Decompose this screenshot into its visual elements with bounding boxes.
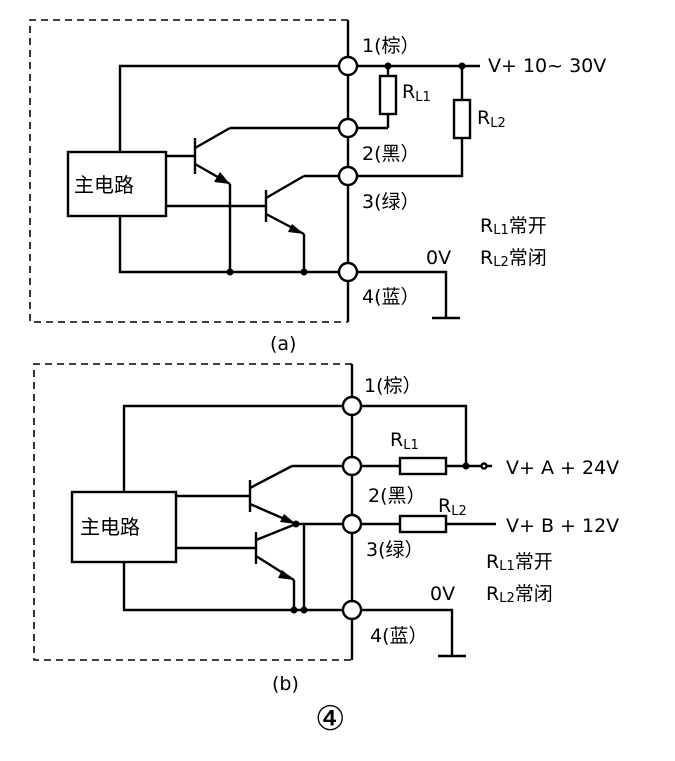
diagram-a: 主电路 xyxy=(29,19,606,355)
supply-label-a: V+ 10~ 30V xyxy=(488,55,606,77)
transistor-2-b xyxy=(176,522,297,610)
transistor-1-b xyxy=(176,464,352,526)
note-line2-a: RL2常闭 xyxy=(480,247,547,270)
terminal-4-b xyxy=(341,599,363,621)
terminal-2-a xyxy=(337,117,359,139)
figure-number: ④ xyxy=(315,699,345,739)
pin4-label-a: 4(蓝） xyxy=(362,286,420,308)
terminal-3-b xyxy=(341,513,363,535)
pin2-label-b: 2(黑） xyxy=(368,485,426,507)
terminal-4-a xyxy=(337,261,359,283)
resistor-rl1-a xyxy=(378,74,398,116)
rl2-label-a: RL2 xyxy=(477,107,506,131)
ground-label-a: 0V xyxy=(426,247,451,269)
rl2-label-b: RL2 xyxy=(438,495,467,519)
wire-block-pin4-a xyxy=(118,216,348,274)
main-circuit-label-b: 主电路 xyxy=(80,515,140,539)
transistor-2-a xyxy=(166,174,348,272)
terminal-3-a xyxy=(337,165,359,187)
caption-b: (b) xyxy=(272,673,299,695)
pin1-label-a: 1(棕） xyxy=(362,35,420,57)
transistor-1-a xyxy=(166,126,348,272)
main-circuit-label-a: 主电路 xyxy=(74,173,134,197)
pin3-label-b: 3(绿） xyxy=(366,539,424,561)
housing-outline-a xyxy=(29,19,348,323)
terminal-2-b xyxy=(341,455,363,477)
housing-outline-b xyxy=(33,363,352,661)
caption-a: (a) xyxy=(270,333,296,355)
terminal-1-b xyxy=(341,395,363,417)
pin1-label-b: 1(棕） xyxy=(364,375,422,397)
note-line1-a: RL1常开 xyxy=(480,215,547,238)
wire-block-pin1-a xyxy=(118,64,348,152)
note-line1-b: RL1常开 xyxy=(486,551,553,574)
supply-b-label-b: V+ B + 12V xyxy=(506,515,619,537)
diagram-b: 主电路 1(棕） 2( xyxy=(33,363,619,695)
rl1-label-a: RL1 xyxy=(402,81,431,105)
pin2-label-a: 2(黑） xyxy=(362,143,420,165)
terminal-1-a xyxy=(337,55,359,77)
supply-a-label-b: V+ A + 24V xyxy=(506,457,619,479)
resistor-rl1-b xyxy=(398,456,448,476)
pin3-label-a: 3(绿） xyxy=(362,191,420,213)
ground-label-b: 0V xyxy=(430,583,455,605)
note-line2-b: RL2常闭 xyxy=(486,583,553,606)
resistor-rl2-a xyxy=(452,98,472,140)
main-circuit-block-a xyxy=(66,150,168,218)
pin4-label-b: 4(蓝） xyxy=(370,625,428,647)
rl1-label-b: RL1 xyxy=(390,429,419,453)
resistor-rl2-b xyxy=(398,514,448,534)
